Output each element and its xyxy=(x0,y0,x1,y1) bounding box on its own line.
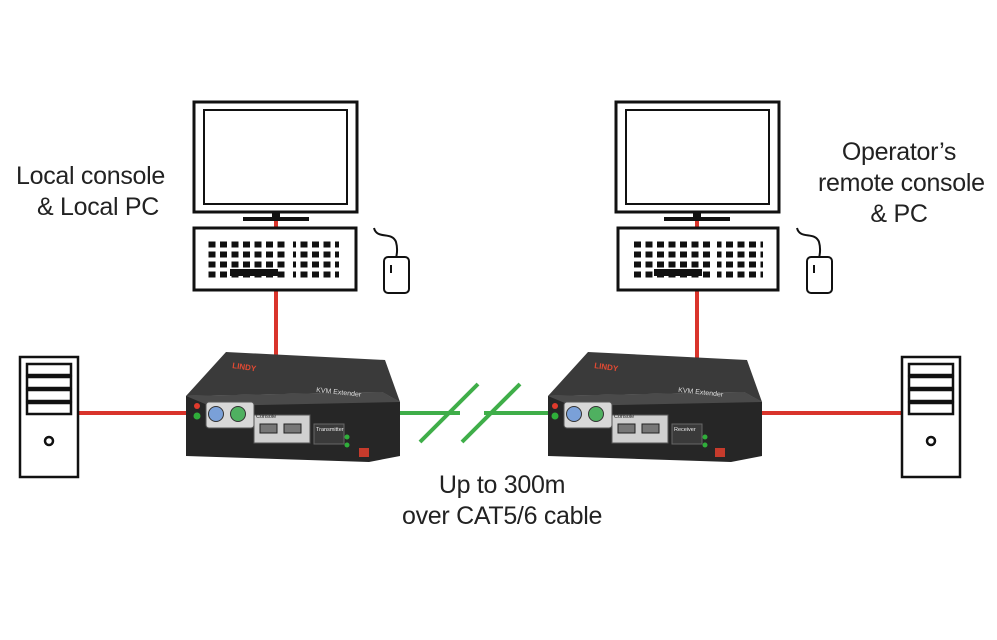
remote-pc-tower-icon xyxy=(900,355,962,479)
local-pc-tower-icon xyxy=(18,355,80,479)
cable-break-mark-left xyxy=(418,382,480,444)
kvm-receiver-icon: LINDY KVM Extender Console Receiver xyxy=(548,352,762,462)
receiver-product: KVM Extender xyxy=(678,387,724,399)
receiver-console-label: Console xyxy=(614,414,634,420)
remote-monitor-icon xyxy=(614,100,781,221)
cable-length-label: Up to 300m over CAT5/6 cable xyxy=(402,470,602,532)
cat-cable xyxy=(398,382,550,444)
local-console-label: Local console & Local PC xyxy=(16,161,165,223)
cable-break-mark-right xyxy=(460,382,522,444)
cable-length-line1: Up to 300m xyxy=(438,471,566,499)
local-mouse-icon xyxy=(373,227,410,294)
local-console-line2: & Local PC xyxy=(37,193,160,221)
transmitter-console-label: Console xyxy=(256,414,276,420)
receiver-brand: LINDY xyxy=(594,361,620,373)
local-console-line1: Local console xyxy=(16,162,165,190)
remote-console-line2: remote console xyxy=(818,169,985,197)
remote-keyboard-icon xyxy=(616,226,780,292)
transmitter-brand: LINDY xyxy=(232,361,258,373)
transmitter-label: Transmitter xyxy=(316,427,344,433)
remote-console-label: Operator’s remote console & PC xyxy=(818,137,985,230)
remote-console-line1: Operator’s xyxy=(841,138,957,166)
kvm-transmitter-icon: LINDY KVM Extender Console Transmitter xyxy=(186,352,400,462)
cable-length-line2: over CAT5/6 cable xyxy=(402,502,603,530)
remote-mouse-icon xyxy=(796,227,833,294)
transmitter-product: KVM Extender xyxy=(316,387,362,399)
local-keyboard-icon xyxy=(192,226,358,292)
remote-console-line3: & PC xyxy=(870,200,928,228)
receiver-label: Receiver xyxy=(674,427,696,433)
local-monitor-icon xyxy=(192,100,359,221)
